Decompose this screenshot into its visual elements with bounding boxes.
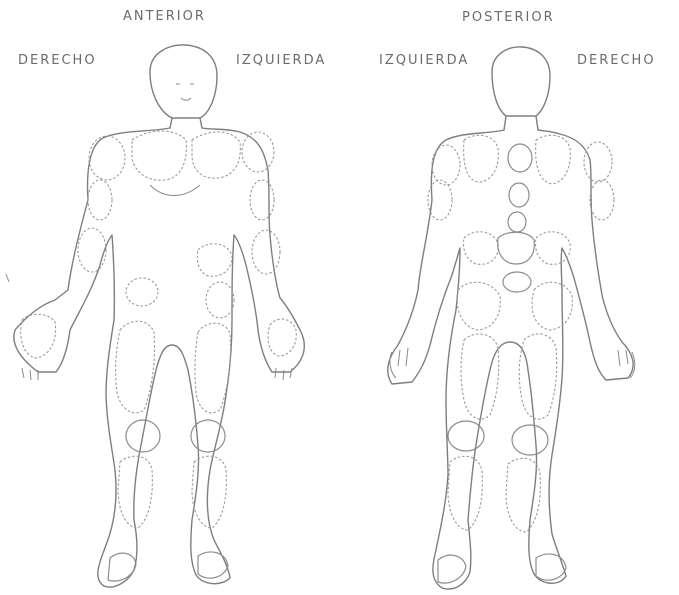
posterior-figure bbox=[388, 47, 635, 589]
stray-mark bbox=[6, 274, 9, 282]
anterior-figure bbox=[14, 45, 304, 587]
